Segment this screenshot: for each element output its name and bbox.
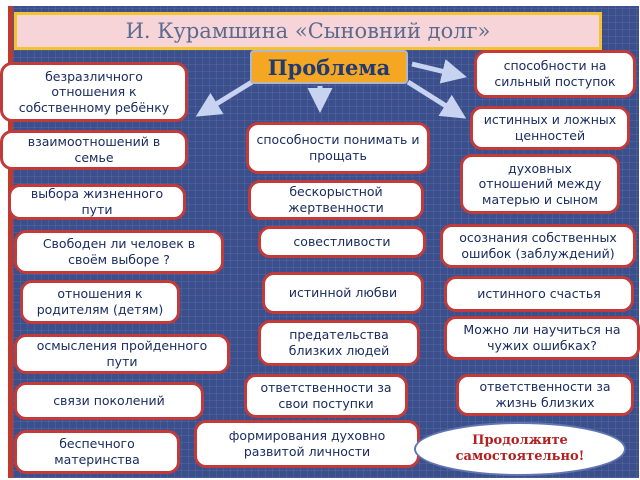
arrow-right-up (411, 59, 467, 84)
box-text: формирования духовно развитой личности (228, 428, 386, 459)
box-text: бескорыстной жертвенности (288, 184, 384, 215)
box-text: осознания собственных ошибок (заблуждени… (459, 230, 617, 261)
box-text: истинного счастья (477, 286, 601, 302)
box-text: осмысления пройденного пути (36, 338, 208, 369)
box-careless-motherhood: беспечного материнства (14, 430, 180, 474)
box-family-relations: взаимоотношений в семье (0, 130, 188, 170)
box-responsibility-for-close: ответственности за жизнь близких (456, 374, 634, 416)
box-freedom-of-choice: Свободен ли человек в своём выборе ? (14, 230, 224, 274)
box-text: истинных и ложных ценностей (483, 112, 617, 143)
box-text: выбора жизненного пути (30, 186, 164, 217)
box-reflection-on-path: осмысления пройденного пути (14, 334, 230, 374)
box-text: ответственности за жизнь близких (479, 379, 611, 410)
box-conscientiousness: совестливости (258, 226, 426, 258)
box-spiritual-personality: формирования духовно развитой личности (194, 420, 420, 468)
box-text: ответственности за свои поступки (260, 380, 392, 411)
box-understand-forgive: способности понимать и прощать (246, 122, 430, 174)
box-text: Свободен ли человек в своём выборе ? (42, 236, 196, 267)
box-text: взаимоотношений в семье (27, 134, 161, 165)
box-true-and-false-values: истинных и ложных ценностей (470, 106, 630, 150)
box-text: отношения к родителям (детям) (36, 286, 164, 317)
box-awareness-of-mistakes: осознания собственных ошибок (заблуждени… (440, 224, 636, 268)
arrow-right-down (406, 79, 467, 119)
slide-title: И. Курамшина «Сыновний долг» (14, 12, 602, 50)
title-text: И. Курамшина «Сыновний долг» (125, 19, 491, 43)
box-capacity-for-strong-act: способности на сильный поступок (474, 50, 636, 98)
box-text: способности понимать и прощать (256, 132, 420, 163)
cta-text: Продолжите самостоятельно! (455, 432, 585, 464)
box-text: предательства близких людей (288, 327, 390, 358)
box-text: способности на сильный поступок (494, 58, 616, 89)
problem-text: Проблема (267, 54, 391, 80)
box-text: безразличного отношения к собственному р… (18, 68, 170, 115)
box-text: беспечного материнства (54, 436, 140, 467)
box-selfless-sacrifice: бескорыстной жертвенности (248, 180, 424, 220)
box-betrayal-of-close: предательства близких людей (258, 320, 420, 366)
box-text: связи поколений (53, 393, 165, 409)
box-text: истинной любви (288, 285, 398, 301)
box-text: Можно ли научиться на чужих ошибках? (463, 322, 621, 353)
continue-independently-button[interactable]: Продолжите самостоятельно! (414, 422, 626, 476)
arrow-left (195, 79, 254, 117)
box-indifference-to-child: безразличного отношения к собственному р… (0, 62, 188, 122)
box-true-love: истинной любви (262, 272, 424, 314)
box-mother-son-relations: духовных отношений между матерью и сыном (460, 154, 620, 214)
box-true-happiness: истинного счастья (444, 276, 634, 312)
problem-label: Проблема (250, 50, 408, 84)
box-life-path-choice: выбора жизненного пути (8, 184, 186, 220)
box-text: совестливости (293, 234, 391, 250)
box-learn-from-others-mistakes: Можно ли научиться на чужих ошибках? (444, 316, 640, 360)
box-text: духовных отношений между матерью и сыном (478, 160, 602, 207)
box-responsibility-for-actions: ответственности за свои поступки (244, 374, 408, 418)
box-relation-to-parents: отношения к родителям (детям) (20, 280, 180, 324)
box-generations-bond: связи поколений (14, 382, 204, 420)
